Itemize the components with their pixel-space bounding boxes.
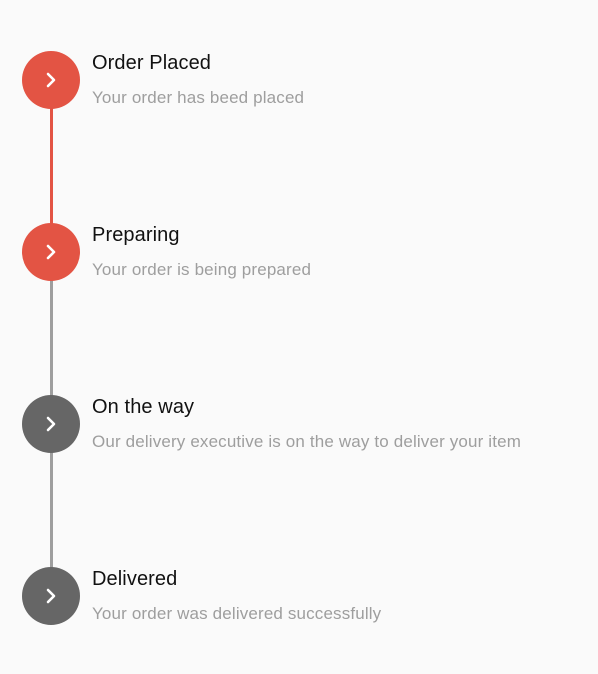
chevron-right-icon: [46, 416, 56, 432]
timeline-connector-3: [50, 424, 53, 596]
step-indicator[interactable]: [22, 223, 80, 281]
step-description: Your order was delivered successfully: [92, 604, 382, 623]
step-title: On the way: [92, 396, 195, 418]
step-description: Your order has beed placed: [92, 88, 305, 107]
step-indicator[interactable]: [22, 395, 80, 453]
chevron-right-icon: [46, 244, 56, 260]
step-title: Delivered: [92, 568, 178, 590]
step-indicator[interactable]: [22, 567, 80, 625]
chevron-right-icon: [46, 588, 56, 604]
step-title: Preparing: [92, 224, 180, 246]
chevron-right-icon: [46, 72, 56, 88]
step-description: Our delivery executive is on the way to …: [92, 432, 522, 451]
step-indicator[interactable]: [22, 51, 80, 109]
timeline-step-preparing: Preparing Your order is being prepared: [0, 223, 598, 283]
timeline-connector-2: [50, 252, 53, 424]
timeline-connector-1: [50, 80, 53, 252]
step-description: Your order is being prepared: [92, 260, 312, 279]
step-title: Order Placed: [92, 52, 212, 74]
timeline-step-order-placed: Order Placed Your order has beed placed: [0, 51, 598, 111]
timeline-step-on-the-way: On the way Our delivery executive is on …: [0, 395, 598, 455]
timeline-step-delivered: Delivered Your order was delivered succe…: [0, 567, 598, 627]
